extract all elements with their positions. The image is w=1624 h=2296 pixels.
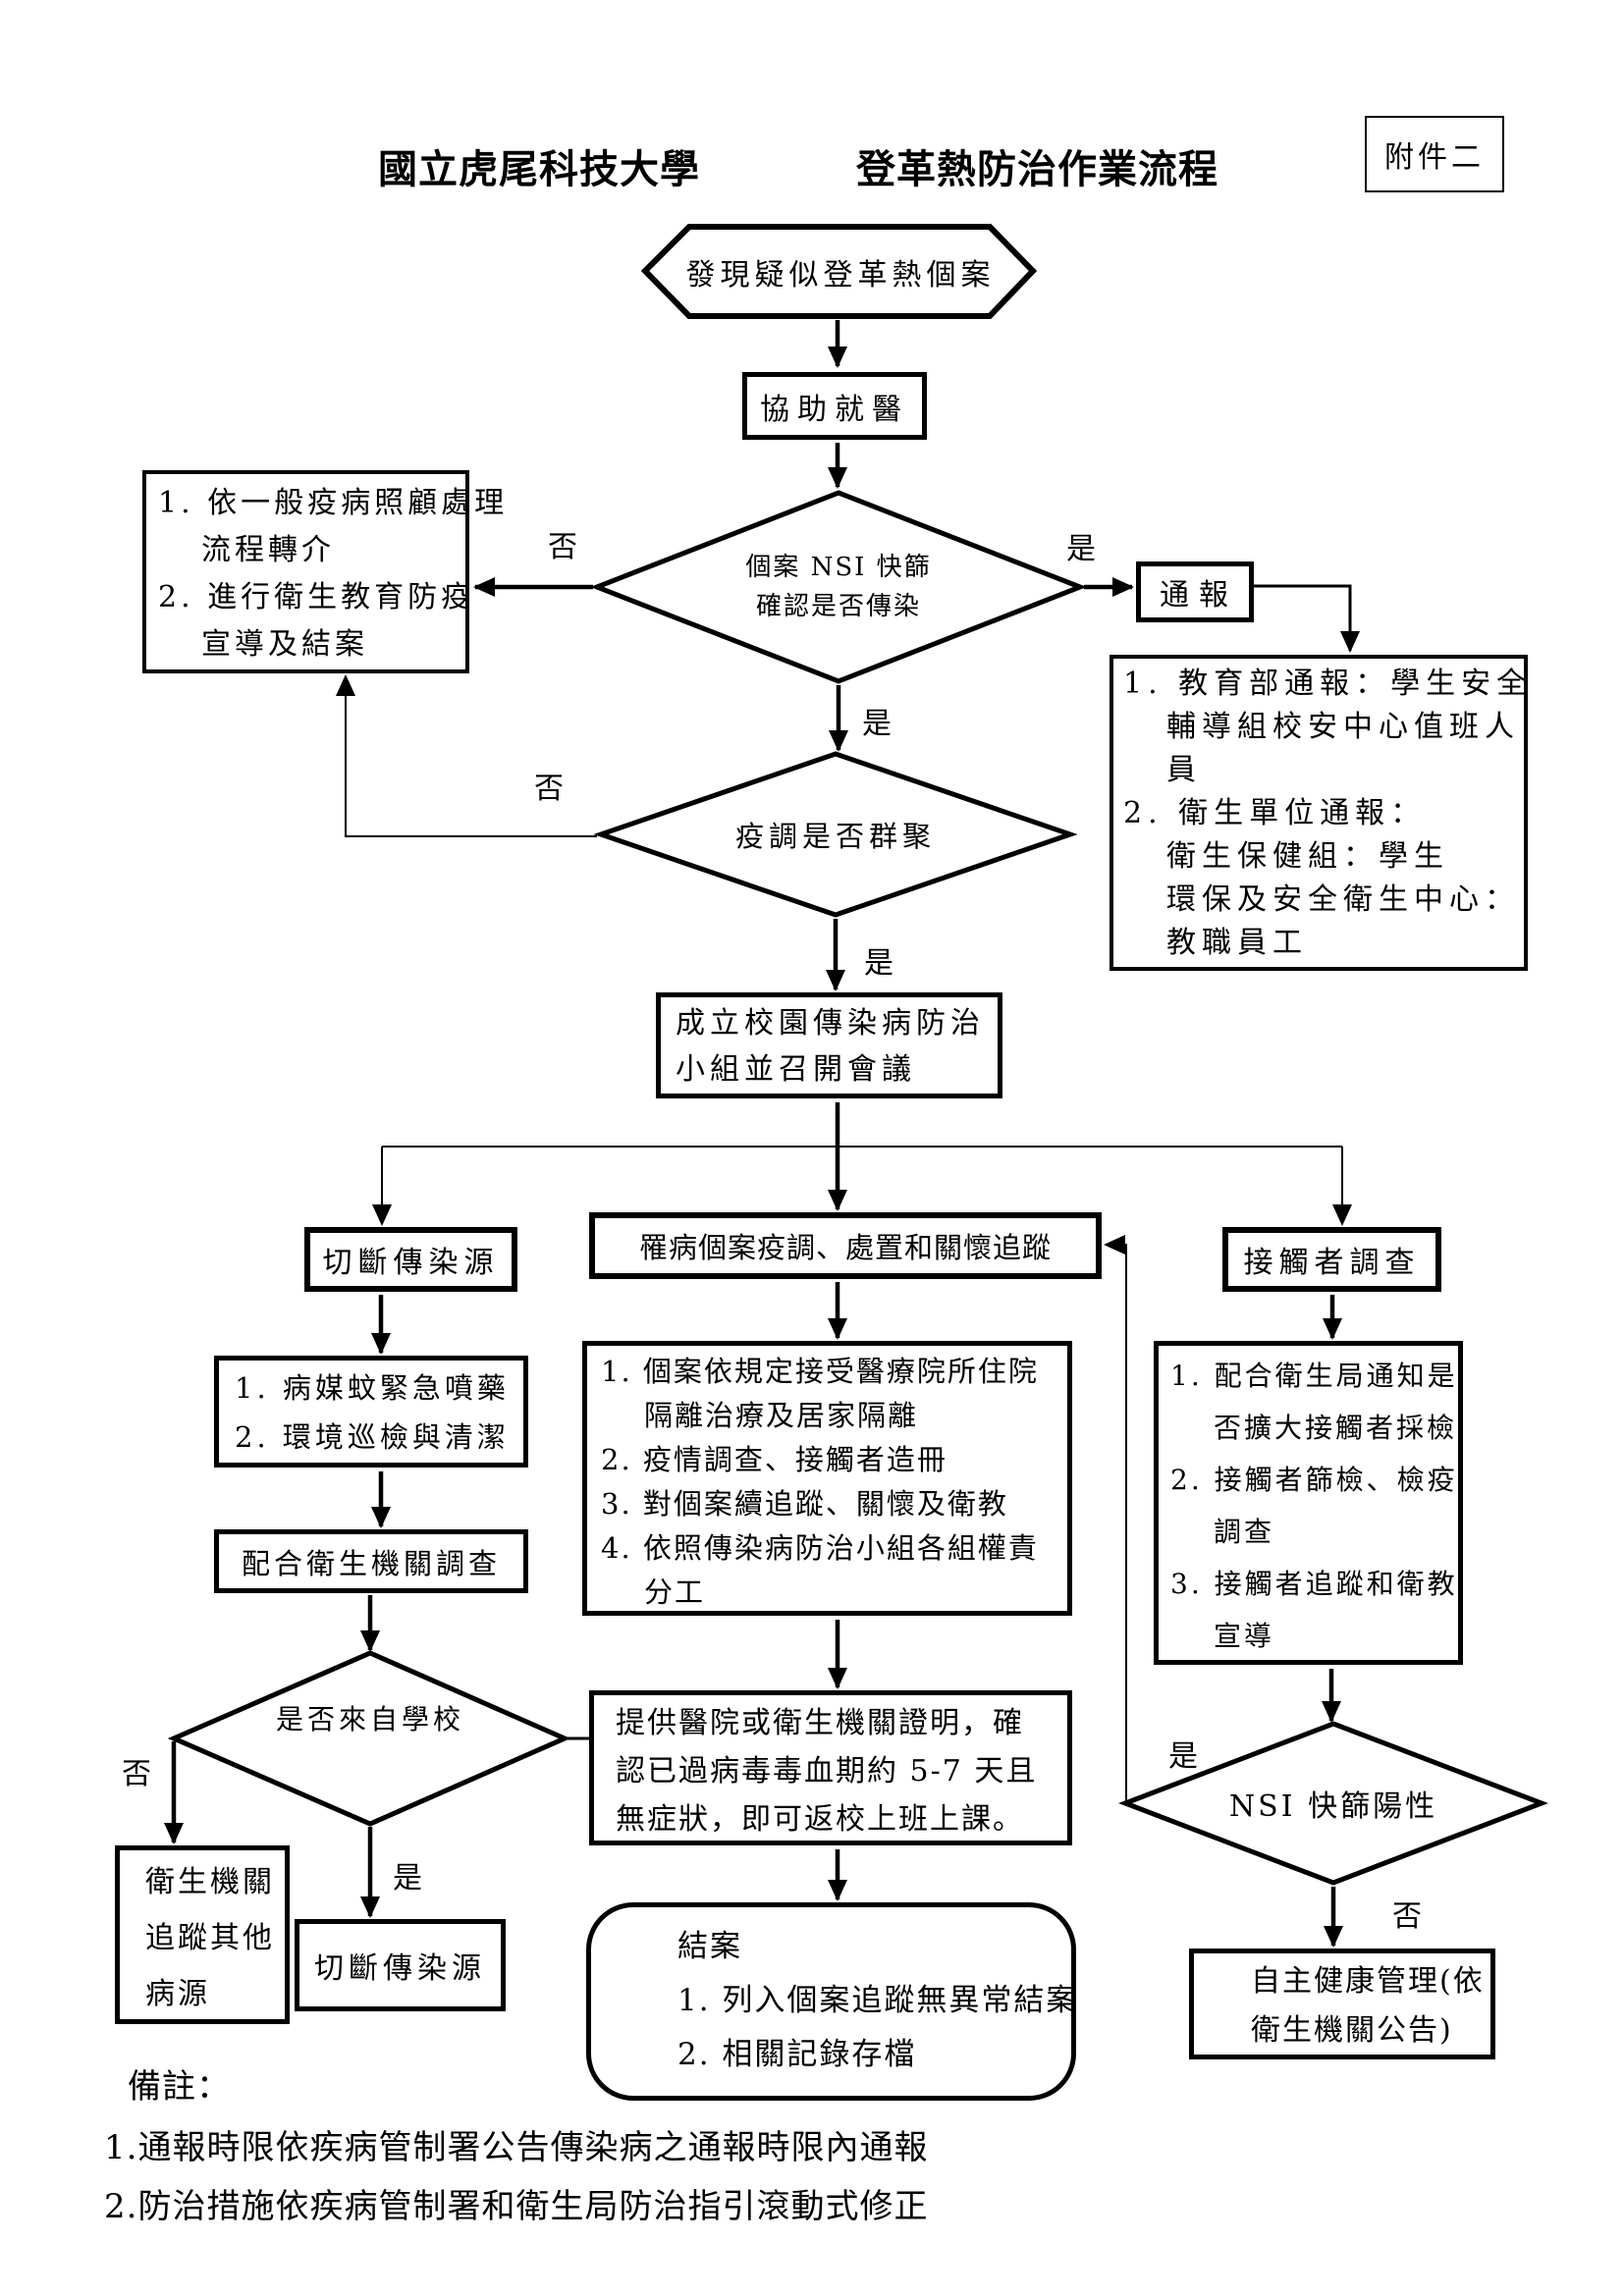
case-detail-line5: 4. 依照傳染病防治小組各組權責 [601,1531,1039,1565]
case-detail-line6: 分工 [644,1575,706,1609]
mosquito-line1: 1. 病媒蚊緊急噴藥 [235,1371,510,1405]
cut-source2-label: 切斷傳染源 [314,1951,486,1986]
note-item-2: 2.防治措施依疾病管制署和衛生局防治指引滾動式修正 [104,2187,929,2226]
cut-source2-box: 切斷傳染源 [295,1919,506,2011]
self-health-line2: 衛生機關公告) [1251,2013,1453,2048]
case-header-label: 罹病個案疫調、處置和關懷追蹤 [638,1231,1052,1264]
notify-detail-line3: 員 [1166,753,1202,787]
case-detail-line4: 3. 對個案續追蹤、關懷及衛教 [601,1487,1008,1521]
contact-detail-line3: 2. 接觸者篩檢、檢疫 [1170,1464,1458,1496]
note-item-1: 1.通報時限依疾病管制署公告傳染病之通報時限內通報 [104,2128,929,2167]
notify-detail-line4: 2. 衛生單位通報： [1123,796,1427,830]
self-health-box: 自主健康管理(依 衛生機關公告) [1189,1949,1495,2059]
other-source-box: 衛生機關 追蹤其他 病源 [115,1845,290,2024]
committee-box: 成立校園傳染病防治 小組並召開會議 [656,992,1002,1098]
label-no-nsi: 否 [548,530,577,564]
notify-detail-line5: 衛生保健組：學生 [1166,839,1449,874]
assist-medical-box: 協助就醫 [742,372,927,440]
committee-line1: 成立校園傳染病防治 [676,1006,985,1041]
nsi-decision-label: 個案 NSI 快篩 確認是否傳染 [681,546,996,628]
notify-detail-line1: 1. 教育部通報：學生安全 [1123,667,1533,701]
assist-medical-label: 協助就醫 [760,392,909,427]
notify-box: 通報 [1136,561,1254,622]
closing-line3: 2. 相關記錄存檔 [677,2037,917,2072]
contact-detail-line4: 調查 [1214,1516,1275,1548]
page-title-school: 國立虎尾科技大學 [378,146,700,192]
connector-cluster-no-loop [336,674,597,837]
cooperate-box: 配合衛生機關調查 [214,1529,528,1593]
diamond-nsi-screen [590,490,1087,684]
mosquito-box: 1. 病媒蚊緊急噴藥 2. 環境巡檢與清潔 [214,1356,528,1468]
start-hexagon-shape [640,224,1038,319]
other-source-line2: 追蹤其他 [145,1921,275,1955]
diamond-nsi-positive [1117,1721,1549,1886]
notify-label: 通報 [1160,578,1238,613]
diamond-cluster [593,751,1078,918]
committee-line2: 小組並召開會議 [676,1052,916,1087]
label-yes-nsi-down: 是 [862,707,892,741]
label-yes-cluster: 是 [864,946,893,981]
notify-detail-line2: 輔導組校安中心值班人 [1166,710,1520,744]
closing-line1: 結案 [677,1929,742,1964]
certificate-box: 提供醫院或衛生機關證明，確 認已過病毒毒血期約 5-7 天且 無症狀，即可返校上… [589,1690,1072,1845]
self-health-line1: 自主健康管理(依 [1251,1964,1485,1999]
case-detail-line3: 2. 疫情調查、接觸者造冊 [601,1443,947,1476]
closing-line2: 1. 列入個案追蹤無異常結案 [677,1983,1079,2018]
general-care-line1: 1. 依一般疫病照顧處理 [158,486,509,520]
case-header-box: 罹病個案疫調、處置和關懷追蹤 [589,1212,1102,1279]
contact-detail-line2: 否擴大接觸者採檢 [1214,1412,1458,1444]
notes-title: 備註： [128,2067,231,2107]
notify-detail-line6: 環保及安全衛生中心： [1166,882,1520,917]
nsi-decision-line2: 確認是否傳染 [755,592,921,621]
contact-detail-line6: 宣導 [1214,1620,1275,1652]
attachment-box: 附件二 [1365,116,1504,192]
label-yes-nsi: 是 [1066,532,1096,566]
school-decision-label: 是否來自學校 [275,1703,464,1735]
general-care-line4: 宣導及結案 [201,627,368,662]
label-yes-nsi2: 是 [1168,1739,1198,1774]
nsi-decision-line1: 個案 NSI 快篩 [745,553,932,582]
certificate-line3: 無症狀，即可返校上班上課。 [616,1802,1024,1837]
general-care-box: 1. 依一般疫病照顧處理 流程轉介 2. 進行衛生教育防疫 宣導及結案 [142,470,509,673]
cluster-decision-label: 疫調是否群聚 [734,820,936,853]
other-source-line1: 衛生機關 [145,1865,275,1899]
start-node-label: 發現疑似登革熱個案 [685,258,996,293]
cut-source-header-label: 切斷傳染源 [322,1246,500,1280]
certificate-line2: 認已過病毒毒血期約 5-7 天且 [616,1754,1038,1789]
notify-detail-line7: 教職員工 [1166,926,1308,960]
label-no-cluster: 否 [534,772,564,806]
contact-detail-line5: 3. 接觸者追蹤和衛教 [1170,1568,1458,1600]
certificate-line1: 提供醫院或衛生機關證明，確 [616,1706,1024,1740]
contact-detail-line1: 1. 配合衛生局通知是 [1170,1360,1458,1392]
contact-detail-box: 1. 配合衛生局通知是 否擴大接觸者採檢 2. 接觸者篩檢、檢疫 調查 3. 接… [1154,1341,1463,1665]
general-care-line3: 2. 進行衛生教育防疫 [158,580,475,614]
case-detail-line2: 隔離治療及居家隔離 [644,1399,919,1432]
cooperate-label: 配合衛生機關調查 [241,1546,501,1580]
contact-header-label: 接觸者調查 [1243,1246,1421,1280]
cut-source-header-box: 切斷傳染源 [304,1227,517,1292]
label-yes-school: 是 [393,1861,422,1896]
contact-header-box: 接觸者調查 [1222,1227,1441,1292]
notify-detail-box: 1. 教育部通報：學生安全 輔導組校安中心值班人 員 2. 衛生單位通報： 衛生… [1110,655,1528,971]
case-detail-box: 1. 個案依規定接受醫療院所住院 隔離治療及居家隔離 2. 疫情調查、接觸者造冊… [582,1341,1072,1616]
case-detail-line1: 1. 個案依規定接受醫療院所住院 [601,1355,1039,1388]
mosquito-line2: 2. 環境巡檢與清潔 [235,1420,510,1454]
label-no-nsi2: 否 [1392,1899,1422,1934]
label-no-school: 否 [122,1757,151,1791]
other-source-line3: 病源 [145,1977,210,2011]
diamond-from-school [167,1650,571,1827]
nsi-positive-label: NSI 快篩陽性 [1228,1789,1438,1824]
connector-nsi2-yes-loop [1104,1235,1127,1801]
general-care-line2: 流程轉介 [201,533,335,567]
closing-box: 結案 1. 列入個案追蹤無異常結案 2. 相關記錄存檔 [586,1902,1076,2101]
attachment-label: 附件二 [1384,140,1485,175]
connector-notify-to-detail [1254,584,1360,653]
page-title-process: 登革熱防治作業流程 [856,146,1218,192]
